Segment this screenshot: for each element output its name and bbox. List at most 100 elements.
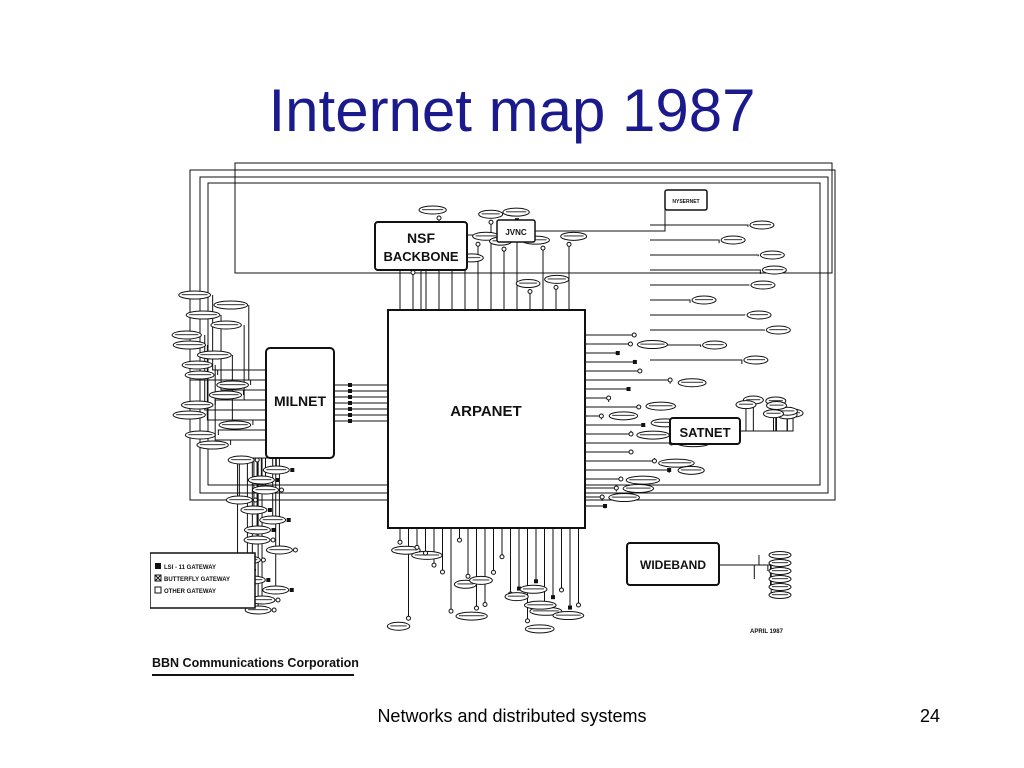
jvnc-label: JVNC [505,228,527,237]
gateway-marker [566,241,572,247]
link-line [719,555,760,566]
gateway-marker [474,605,479,611]
nsf-backbone-box [374,221,468,271]
link-line [585,415,602,420]
gateway-marker [628,431,634,437]
host-oval-text-mark [746,359,765,361]
host-oval-text-mark [772,562,788,564]
host-oval-text-mark [188,374,212,376]
gateway-marker [475,241,481,247]
nsf-label: NSF [407,230,435,246]
gateway-marker [289,588,294,592]
gateway-marker [270,537,276,543]
link-line [585,359,636,363]
gateway-marker [525,618,530,624]
host-oval-text-mark [563,235,584,237]
gateway-legend: LSI - 11 GATEWAY BUTTERFLY GATEWAY OTHER… [150,552,256,609]
gateway-marker [517,586,521,591]
host-oval-text-mark [231,459,252,461]
host-oval-text-mark [475,235,497,237]
gateway-marker [559,587,564,593]
link-line [242,389,266,395]
host-oval-text-mark [763,254,782,256]
gateway-marker [632,360,637,364]
gateway-marker [448,608,454,614]
gateway-marker [576,602,581,608]
host-oval-text-mark [681,469,702,471]
host-oval-text-mark [189,314,217,316]
host-oval-text-mark [519,282,537,284]
gateway-marker [290,468,295,472]
host-oval-text-mark [188,434,213,436]
satnet-box [669,417,741,445]
host-oval-text-mark [458,615,485,617]
wideband-box [626,542,720,586]
lsi-gateway-icon [155,563,161,569]
link-line [650,239,720,244]
host-oval-text-mark [532,610,559,612]
link-line [206,345,266,421]
gateway-marker [271,607,277,613]
link-line [206,409,266,415]
gateway-marker [397,539,403,545]
link-line [585,458,655,462]
host-oval-text-mark [769,329,788,331]
host-oval-text-mark [176,414,203,416]
host-oval-text-mark [766,412,781,414]
link-line [250,379,266,385]
link-line [650,254,759,257]
gateway-marker [637,368,643,374]
gateway-marker [667,468,672,472]
host-oval-text-mark [422,208,444,211]
gateway-marker [598,413,604,419]
host-oval-text-mark [772,594,788,596]
gateway-marker [414,544,420,550]
host-oval-text-mark [640,343,665,345]
backbone-label: BACKBONE [383,249,458,264]
link-line [204,335,266,411]
host-oval-text-mark [547,278,566,280]
host-oval-text-mark [661,462,692,464]
link-line [719,564,755,579]
gateway-marker [667,377,673,383]
host-oval-text-mark [243,509,264,511]
gateway-marker [499,554,505,560]
gateway-marker [348,407,352,411]
host-oval-text-mark [176,344,203,346]
wideband-label: WIDEBAND [640,558,706,572]
host-oval-text-mark [527,604,554,606]
gateway-marker [527,289,533,295]
gateway-marker [348,413,352,417]
host-oval-text-mark [247,529,268,531]
host-oval-text-mark [252,599,273,601]
host-oval-text-mark [505,211,527,213]
host-oval-text-mark [265,589,286,591]
host-oval-text-mark [175,334,199,336]
host-oval-text-mark [705,344,724,346]
host-oval-text-mark [181,294,208,296]
host-oval-text-mark [753,284,772,286]
internet-map-diagram: ARPANET MILNET NSF BACKBONE JVNC NYSERNE… [150,162,836,676]
gateway-marker [436,215,442,221]
nysernet-box [664,189,708,211]
gateway-marker [279,487,285,493]
host-oval-text-mark [251,479,272,481]
legend-box [150,552,256,609]
host-oval-text-mark [248,609,269,611]
gateway-marker [615,351,620,355]
host-oval-text-mark [457,583,474,585]
host-oval-text-mark [555,614,581,616]
nysernet-label: NYSERNET [672,199,699,205]
host-oval-text-mark [229,499,250,501]
link-line [585,352,619,356]
host-oval-text-mark [752,224,771,226]
link-line [217,369,266,375]
host-oval-text-mark [611,496,637,498]
host-oval-text-mark [654,421,677,424]
host-oval-text-mark [528,627,552,630]
gateway-marker [501,246,507,252]
link-line [650,284,750,286]
milnet-label: MILNET [274,393,327,409]
gateway-marker [534,579,538,584]
host-oval-text-mark [750,314,769,316]
